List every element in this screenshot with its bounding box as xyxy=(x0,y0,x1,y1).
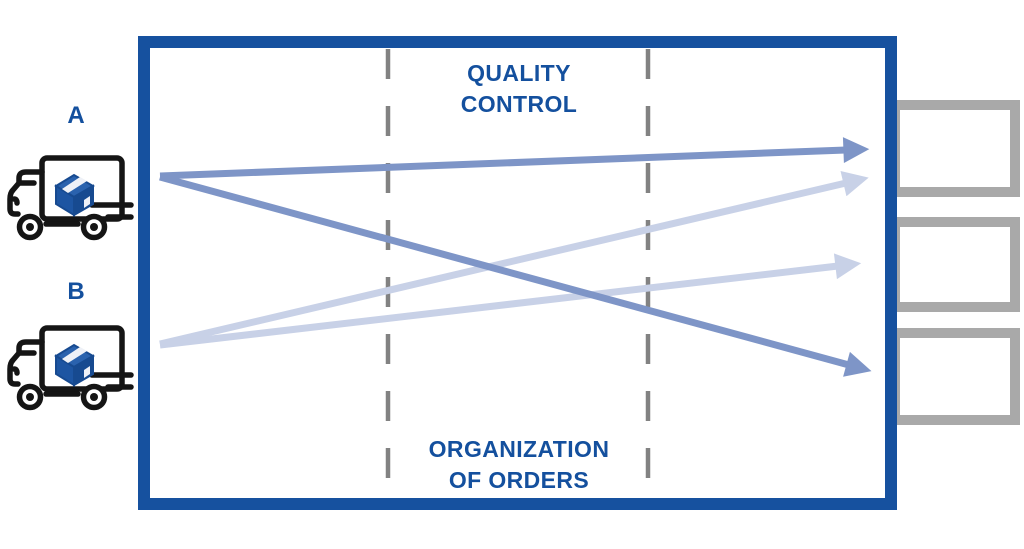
organization-of-orders-label: ORGANIZATION OF ORDERS xyxy=(388,434,650,496)
quality-control-line1: QUALITY xyxy=(467,60,571,86)
output-slot-1 xyxy=(890,100,1020,197)
quality-control-line2: CONTROL xyxy=(460,91,578,117)
delivery-truck-icon xyxy=(7,155,134,241)
output-slot-3 xyxy=(890,328,1020,425)
output-slot-2 xyxy=(890,217,1020,312)
organization-line1: ORGANIZATION xyxy=(428,436,610,462)
source-a-label: A xyxy=(67,102,85,129)
quality-control-label: QUALITY CONTROL xyxy=(388,58,650,120)
process-box xyxy=(138,36,897,510)
organization-line2: OF ORDERS xyxy=(448,467,590,493)
source-b-label: B xyxy=(67,278,85,305)
delivery-truck-icon xyxy=(7,325,134,411)
